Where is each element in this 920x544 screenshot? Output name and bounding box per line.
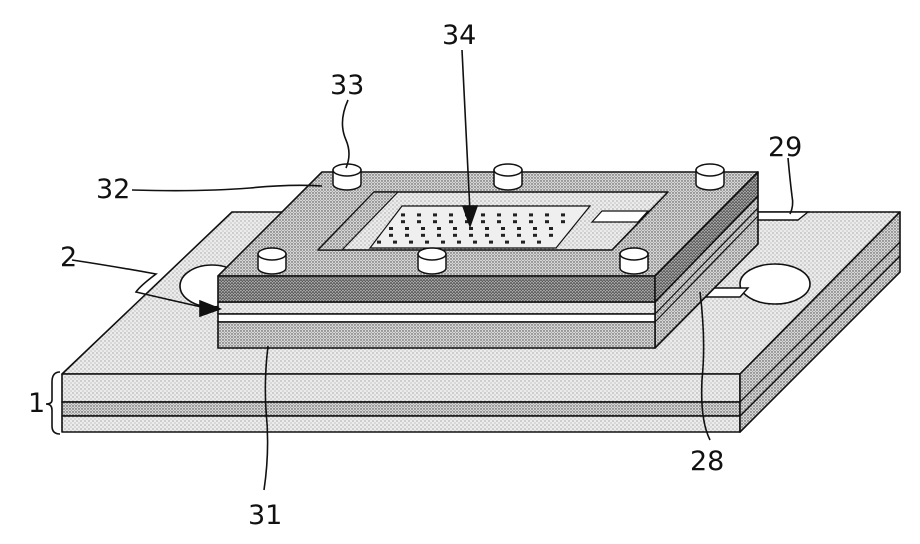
array-well bbox=[377, 241, 381, 244]
array-well bbox=[473, 241, 477, 244]
array-well bbox=[433, 220, 437, 223]
post bbox=[696, 164, 724, 190]
leader-33 bbox=[342, 100, 349, 168]
array-well bbox=[453, 227, 457, 230]
array-well bbox=[549, 227, 553, 230]
chip-lower-front-a bbox=[218, 302, 655, 314]
array-well bbox=[501, 227, 505, 230]
array-well bbox=[489, 241, 493, 244]
post bbox=[258, 248, 286, 274]
post bbox=[494, 164, 522, 190]
array-well bbox=[517, 227, 521, 230]
label-29: 29 bbox=[768, 132, 802, 163]
array-well bbox=[521, 241, 525, 244]
array-well bbox=[529, 220, 533, 223]
label-32: 32 bbox=[96, 174, 130, 205]
array-well bbox=[545, 220, 549, 223]
array-well bbox=[549, 234, 553, 237]
array-well bbox=[533, 227, 537, 230]
label-28: 28 bbox=[690, 446, 724, 477]
array-well bbox=[389, 227, 393, 230]
array-well bbox=[401, 213, 405, 216]
array-well bbox=[561, 220, 565, 223]
array-pad bbox=[592, 211, 648, 222]
array-well bbox=[501, 234, 505, 237]
array-well bbox=[485, 234, 489, 237]
post bbox=[418, 248, 446, 274]
chip-lower-front-b bbox=[218, 314, 655, 322]
array-well bbox=[529, 213, 533, 216]
array-well bbox=[481, 213, 485, 216]
array-well bbox=[513, 213, 517, 216]
array-well bbox=[457, 241, 461, 244]
array-well bbox=[389, 234, 393, 237]
array-well bbox=[425, 241, 429, 244]
array-well bbox=[409, 241, 413, 244]
array-well bbox=[517, 234, 521, 237]
array-well bbox=[405, 227, 409, 230]
base-front-layer-mid bbox=[62, 402, 740, 416]
label-33: 33 bbox=[330, 70, 364, 101]
array-well bbox=[417, 213, 421, 216]
array-well bbox=[417, 220, 421, 223]
post bbox=[620, 248, 648, 274]
array-well bbox=[485, 227, 489, 230]
label-31: 31 bbox=[248, 500, 282, 531]
array-well bbox=[481, 220, 485, 223]
array-well bbox=[513, 220, 517, 223]
array-well bbox=[449, 213, 453, 216]
post bbox=[333, 164, 361, 190]
array-well bbox=[437, 234, 441, 237]
leader-29 bbox=[788, 158, 793, 214]
label-2: 2 bbox=[60, 242, 77, 273]
array-well bbox=[561, 213, 565, 216]
label-34: 34 bbox=[442, 20, 476, 51]
array-well bbox=[497, 213, 501, 216]
base-front-layer-top bbox=[62, 374, 740, 402]
array-well bbox=[437, 227, 441, 230]
array-well bbox=[469, 234, 473, 237]
bracket-1 bbox=[46, 372, 60, 434]
array-well bbox=[469, 227, 473, 230]
array-well bbox=[433, 213, 437, 216]
array-well bbox=[401, 220, 405, 223]
array-well bbox=[441, 241, 445, 244]
array-well bbox=[393, 241, 397, 244]
chip-lower-front-c bbox=[218, 322, 655, 348]
array-well bbox=[449, 220, 453, 223]
right-reservoir bbox=[740, 264, 810, 304]
array-well bbox=[545, 213, 549, 216]
array-well bbox=[533, 234, 537, 237]
array-well bbox=[405, 234, 409, 237]
array-well bbox=[537, 241, 541, 244]
array-well bbox=[421, 234, 425, 237]
array-well bbox=[497, 220, 501, 223]
array-well bbox=[421, 227, 425, 230]
array-well bbox=[453, 234, 457, 237]
label-1: 1 bbox=[28, 388, 45, 419]
frame-front-face bbox=[218, 276, 655, 302]
base-front-layer-bottom bbox=[62, 416, 740, 432]
array-well bbox=[505, 241, 509, 244]
leader-32 bbox=[132, 185, 322, 190]
